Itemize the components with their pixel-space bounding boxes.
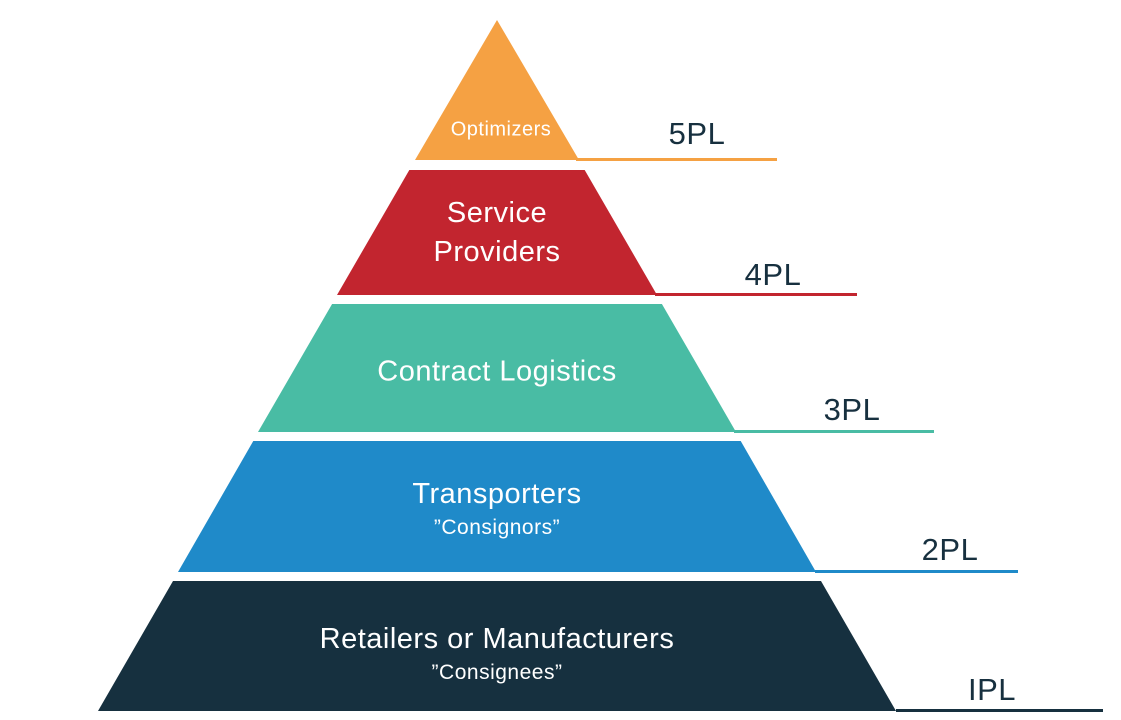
tier-text-label: Contract Logistics	[377, 355, 617, 388]
tier-line-1pl	[896, 709, 1103, 712]
tier-tag-1pl: IPL	[967, 672, 1017, 707]
tier-text-label: Retailers or Manufacturers	[319, 623, 675, 655]
tier-tag-4pl: 4PL	[744, 257, 802, 292]
tier-text-sublabel: ”Consignors”	[433, 516, 561, 539]
tier-text-2pl: Transporters ”Consignors”	[412, 475, 581, 541]
tier-text-label: Transporters	[412, 478, 582, 510]
tier-line-5pl	[576, 158, 777, 161]
tier-line-4pl	[655, 293, 857, 296]
tier-text-1pl: Retailers or Manufacturers ”Consignees”	[320, 620, 675, 686]
tier-shape-2pl	[178, 441, 816, 572]
tier-shape-1pl	[98, 581, 896, 711]
tier-tag-5pl: 5PL	[668, 116, 726, 151]
tier-tag-3pl: 3PL	[823, 392, 881, 427]
tier-tag-2pl: 2PL	[921, 532, 979, 567]
tier-text-3pl: Contract Logistics	[377, 353, 617, 392]
tier-shape-3pl	[258, 304, 736, 432]
tier-text-5pl: Optimizers	[450, 118, 552, 141]
tier-text-label: Service Providers	[433, 197, 561, 268]
tier-text-sublabel: ”Consignees”	[431, 661, 563, 684]
tier-line-2pl	[815, 570, 1018, 573]
tier-line-3pl	[734, 430, 934, 433]
tier-text-4pl: Service Providers	[387, 194, 607, 272]
